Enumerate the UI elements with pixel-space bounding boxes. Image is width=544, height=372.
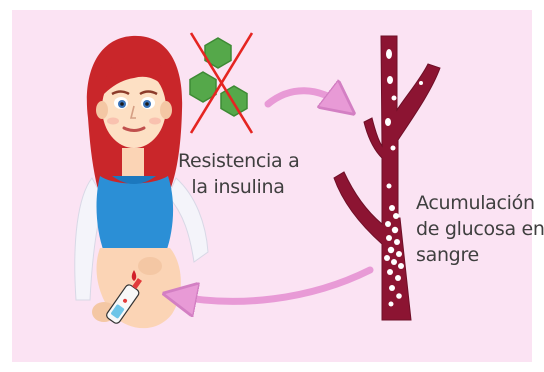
blue-top — [97, 176, 174, 252]
arrow-to-woman — [176, 270, 370, 301]
caption-glucose-accumulation: Acumulación de glucosa en sangre — [416, 190, 544, 268]
neck — [122, 148, 144, 178]
arrow-to-vessel — [268, 91, 344, 106]
caption-line: Resistencia a — [178, 148, 298, 174]
insulin-resistance-icon — [190, 33, 252, 133]
caption-line: la insulina — [178, 174, 298, 200]
caption-insulin-resistance: Resistencia a la insulina — [178, 148, 298, 200]
caption-line: sangre — [416, 242, 544, 268]
caption-line: Acumulación — [416, 190, 544, 216]
right-hand — [138, 257, 162, 275]
caption-line: de glucosa en — [416, 216, 544, 242]
